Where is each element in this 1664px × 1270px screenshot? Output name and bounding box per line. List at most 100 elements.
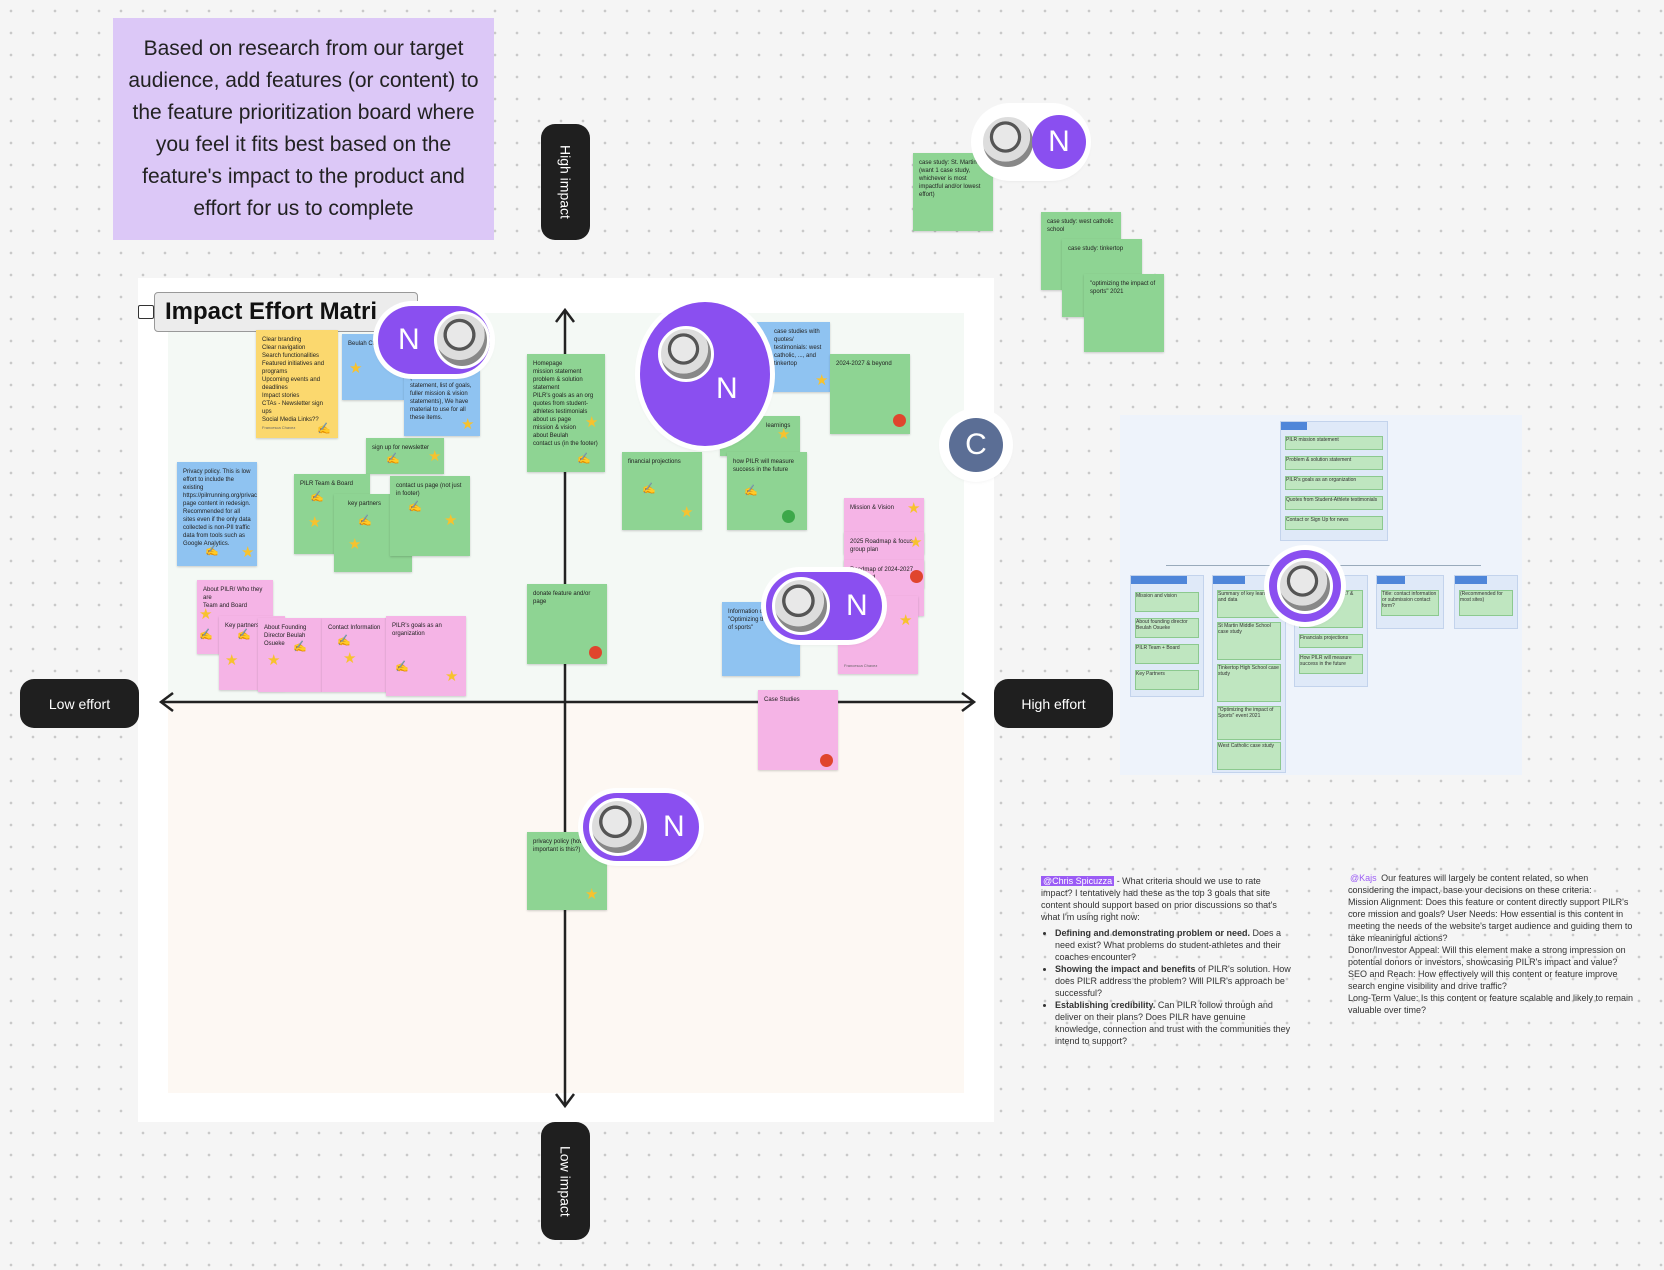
hand-icon: ✍ (199, 629, 213, 641)
sticky-text: Team and Board (203, 603, 248, 609)
star-reaction-icon: ★ (909, 534, 923, 551)
sticky-text: "optimizing the impact of sports" 2021 (1090, 281, 1156, 295)
hand-icon: ✍ (310, 491, 324, 503)
list-item: Search functionalities (262, 353, 320, 359)
sitemap-node: "Optimizing the impact of Sports" event … (1217, 706, 1281, 740)
criterion-text: Does a need exist? What problems do stud… (1055, 928, 1282, 962)
criterion-text: Can PILR follow through and deliver on t… (1055, 1000, 1291, 1046)
sticky-text: Key partners (225, 623, 260, 629)
list-item: Clear branding (262, 337, 302, 343)
sticky-note-measure[interactable]: how PILR will measure success in the fut… (727, 452, 807, 530)
hand-icon: ✍ (744, 485, 758, 497)
avatar-initial: N (663, 810, 685, 843)
comment-impact-criteria[interactable]: @Kajs Our features will largely be conte… (1348, 872, 1633, 1016)
star-reaction-icon: ★ (199, 606, 213, 623)
sticky-note-homepage-features[interactable]: Clear branding Clear navigation Search f… (256, 330, 338, 438)
sitemap-node: St Martin Middle School case study (1217, 622, 1281, 660)
red-reaction-icon (589, 646, 602, 659)
hand-icon: ✍ (395, 661, 409, 673)
sticky-text: about Beulah (533, 433, 569, 439)
sticky-note-contact-page[interactable]: contact us page (not just in footer) (390, 476, 470, 556)
sticky-text: case study: St. Martin (want 1 case stud… (919, 160, 981, 198)
star-reaction-icon: ★ (348, 536, 362, 553)
sitemap-case-studies-column: Summary of key learnings and data St Mar… (1212, 575, 1286, 773)
comment-intro: - What criteria should we use to rate im… (1041, 876, 1277, 922)
sticky-text: case study: west catholic school (1047, 219, 1114, 233)
sticky-note-contact-info[interactable]: Contact Information (322, 618, 388, 692)
sticky-text: case studies with quotes/ testimonials: … (774, 329, 822, 367)
sticky-text: donate feature and/or page (533, 591, 591, 605)
hand-icon: ✍ (577, 453, 591, 465)
collaborator-cursor-n-mid[interactable]: N (766, 572, 882, 640)
sticky-text: Mission & Vision (850, 505, 894, 511)
sitemap-node: Contact or Sign Up for news (1285, 516, 1383, 530)
collaborator-cursor-n-large[interactable]: N (640, 302, 770, 446)
sticky-note-goals-org[interactable]: PILR's goals as an organization (386, 616, 466, 696)
avatar-photo (980, 114, 1036, 170)
sitemap-panel[interactable]: PILR mission statement Problem & solutio… (1120, 415, 1522, 775)
sticky-text: Information on event "Optimizing the imp… (728, 609, 788, 631)
sticky-text: mission statement (533, 369, 582, 375)
red-reaction-icon (820, 754, 833, 767)
sitemap-node: How PILR will measure success in the fut… (1299, 654, 1363, 674)
list-item: Upcoming events and deadlines (262, 377, 321, 391)
sitemap-column-header (1213, 576, 1245, 584)
sticky-text: contact us (in the footer) (533, 441, 598, 447)
sitemap-homepage-column: PILR mission statement Problem & solutio… (1280, 421, 1388, 541)
sticky-note-mission[interactable]: (short mission statement, list of goals,… (404, 370, 480, 436)
sitemap-node: PILR mission statement (1285, 436, 1383, 450)
star-reaction-icon: ★ (343, 650, 357, 667)
red-reaction-icon (910, 570, 923, 583)
sticky-note-outside-1[interactable]: case study: St. Martin (want 1 case stud… (913, 153, 993, 231)
sticky-text: (short mission statement, list of goals,… (410, 375, 472, 421)
sitemap-node: Mission and vision (1135, 592, 1199, 612)
sticky-note-homepage-block[interactable]: Homepage mission statement problem & sol… (527, 354, 605, 472)
sticky-note-privacy-policy[interactable]: Privacy policy. This is low effort to in… (177, 462, 257, 566)
star-reaction-icon: ★ (349, 360, 363, 377)
sticky-note-founding-director[interactable]: About Founding Director Beulah Osueke (258, 618, 322, 692)
sticky-note-case-studies[interactable]: Case Studies (758, 690, 838, 770)
sitemap-column-header (1377, 576, 1405, 584)
sitemap-column-header (1455, 576, 1487, 584)
sticky-text: Beulah Ch (348, 341, 377, 347)
sticky-text: mission & vision (533, 425, 577, 431)
mention-chip[interactable]: @Chris Spicuzza (1041, 876, 1115, 886)
comment-icon[interactable] (138, 305, 154, 319)
sticky-text: Homepage (533, 361, 563, 367)
instruction-card[interactable]: Based on research from our target audien… (113, 18, 494, 240)
collaborator-cursor-sitemap[interactable] (1269, 550, 1341, 622)
matrix-title[interactable]: Impact Effort Matri (154, 292, 418, 332)
avatar-initial: N (1048, 125, 1070, 158)
collaborator-cursor-c[interactable]: C (944, 413, 1008, 477)
comment-line: SEO and Reach: How effectively will this… (1348, 969, 1618, 991)
list-item: Clear navigation (262, 345, 306, 351)
sticky-text: Privacy policy. This is low effort to in… (183, 469, 257, 547)
hand-icon: ✍ (386, 453, 400, 465)
sticky-note-signup[interactable]: sign up for newsletter (366, 438, 444, 474)
comment-line: Mission Alignment: Does this feature or … (1348, 897, 1633, 943)
sticky-text: privacy policy (how important is this?) (533, 839, 584, 853)
collaborator-cursor-n-top[interactable]: N (976, 108, 1086, 176)
sticky-text: key partners (348, 501, 382, 507)
mention-chip[interactable]: @Kajs (1350, 873, 1377, 883)
sticky-text: PILR's goals as an org (533, 393, 594, 399)
avatar-initial-circle: C (949, 418, 1003, 472)
sticky-note-outside-4[interactable]: "optimizing the impact of sports" 2021 (1084, 274, 1164, 352)
sitemap-node: Key Partners (1135, 670, 1199, 690)
sticky-text: Contact Information (328, 625, 381, 631)
sticky-text: case study: tinkertop (1068, 246, 1124, 252)
sitemap-node: (Recommended for most sites) (1459, 590, 1513, 616)
collaborator-cursor-n[interactable]: N (378, 306, 490, 374)
sticky-note-financial[interactable]: financial projections (622, 452, 702, 530)
comment-line: Donor/Investor Appeal: Will this element… (1348, 945, 1626, 967)
sticky-text: 2025 Roadmap & focus group plan (850, 539, 913, 553)
comment-criteria[interactable]: @Chris Spicuzza - What criteria should w… (1041, 875, 1291, 1047)
sticky-text: contact us page (not just in footer) (396, 483, 462, 497)
star-reaction-icon: ★ (241, 544, 255, 561)
collaborator-cursor-n-bottom[interactable]: N (583, 793, 699, 861)
star-reaction-icon: ★ (225, 652, 239, 669)
hand-icon: ✍ (642, 483, 656, 495)
sticky-text: Francesca Chavez (844, 663, 878, 668)
sticky-text: About Founding Director Beulah Osueke (264, 625, 307, 647)
avatar-initial-circle: N (1032, 115, 1086, 169)
